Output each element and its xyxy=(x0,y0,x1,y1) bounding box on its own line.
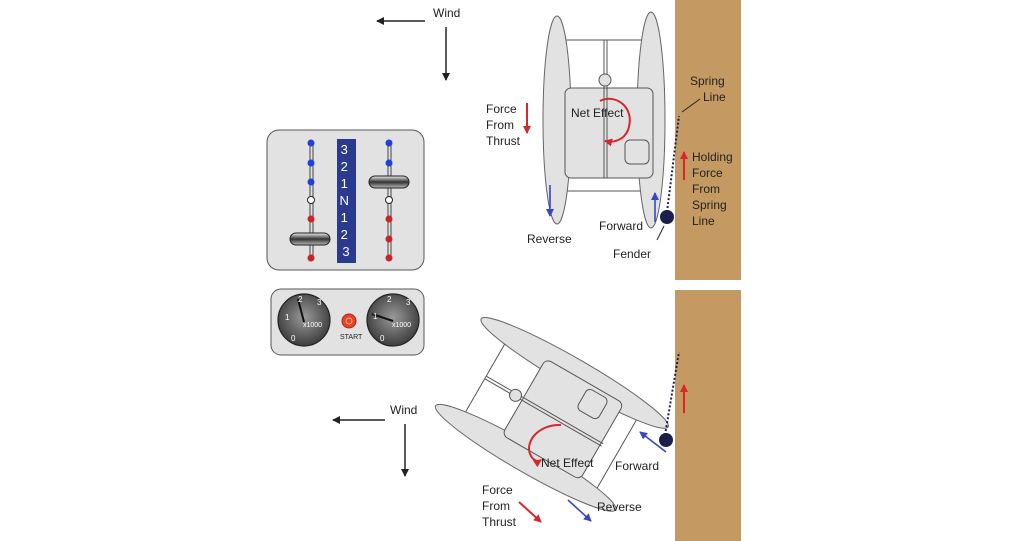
fender-top xyxy=(660,210,674,224)
svg-text:3: 3 xyxy=(317,298,322,307)
spring-line-top xyxy=(666,115,680,213)
gear-strip xyxy=(337,139,356,263)
forward-arrow-bottom xyxy=(639,431,667,453)
throttle-handle-left[interactable] xyxy=(289,232,331,246)
gear-label: 3 xyxy=(341,142,348,157)
tachometer-right: 0 1 2 3 x1000 xyxy=(366,293,420,347)
catamaran-bottom xyxy=(434,317,669,512)
svg-text:0: 0 xyxy=(380,334,385,343)
gear-label: 2 xyxy=(341,227,348,242)
wind-indicator-top: Wind xyxy=(376,6,460,81)
svg-text:x1000: x1000 xyxy=(392,322,411,329)
reverse-arrow-bottom xyxy=(567,499,592,522)
gauge-panel: 0 1 2 3 x1000 START 0 1 2 3 x1000 xyxy=(270,288,425,356)
net-effect-label-top: Net Effect xyxy=(571,106,624,120)
dock-bottom xyxy=(675,290,741,541)
spring-line-label-top: Spring Line xyxy=(690,74,728,104)
throttle-handle-right[interactable] xyxy=(368,175,410,189)
reverse-label-top: Reverse xyxy=(527,232,572,246)
thrust-arrow-bottom xyxy=(518,501,542,523)
net-effect-arrow-bottom xyxy=(528,423,562,468)
start-label: START xyxy=(340,334,363,341)
helm-seat-bottom xyxy=(577,388,608,420)
gear-label: 3 xyxy=(342,244,349,259)
fender-bottom xyxy=(659,433,673,447)
holding-force-label-top: Holding Force From Spring Line xyxy=(692,150,736,228)
force-from-thrust-label-bottom: Force From Thrust xyxy=(482,483,517,529)
wind-indicator-bottom: Wind xyxy=(332,403,417,477)
catamaran-top: Net Effect xyxy=(523,11,701,241)
gear-label: 1 xyxy=(341,176,348,191)
forward-label-top: Forward xyxy=(599,219,643,233)
svg-text:2: 2 xyxy=(298,295,303,304)
svg-text:1: 1 xyxy=(285,313,290,322)
forward-label-bottom: Forward xyxy=(615,459,659,473)
mast-top xyxy=(598,73,612,87)
force-from-thrust-label-top: Force From Thrust xyxy=(486,102,521,148)
start-button[interactable] xyxy=(341,313,357,329)
reverse-label-bottom: Reverse xyxy=(597,500,642,514)
mast-bottom xyxy=(509,388,523,402)
net-effect-label-bottom: Net Effect xyxy=(541,456,594,470)
wind-label-top: Wind xyxy=(433,6,460,20)
svg-text:3: 3 xyxy=(406,298,411,307)
gear-label: N xyxy=(339,193,348,208)
svg-text:1: 1 xyxy=(373,312,378,321)
svg-text:0: 0 xyxy=(291,334,296,343)
gear-label: 1 xyxy=(341,210,348,225)
throttle-panel: 3 2 1 N 1 2 3 xyxy=(266,129,425,271)
gear-label: 2 xyxy=(341,159,348,174)
svg-text:3 2 1 N: 3 2 1 N 1 2 3 xyxy=(339,142,352,259)
tachometer-left: 0 1 2 3 x1000 xyxy=(277,293,331,347)
dock-top xyxy=(675,0,741,280)
wind-label-bottom: Wind xyxy=(390,403,417,417)
svg-text:2: 2 xyxy=(387,295,392,304)
fender-label-top: Fender xyxy=(613,247,651,261)
helm-seat-top xyxy=(624,139,650,165)
svg-text:x1000: x1000 xyxy=(303,322,322,329)
net-effect-arrow-top xyxy=(599,97,631,147)
